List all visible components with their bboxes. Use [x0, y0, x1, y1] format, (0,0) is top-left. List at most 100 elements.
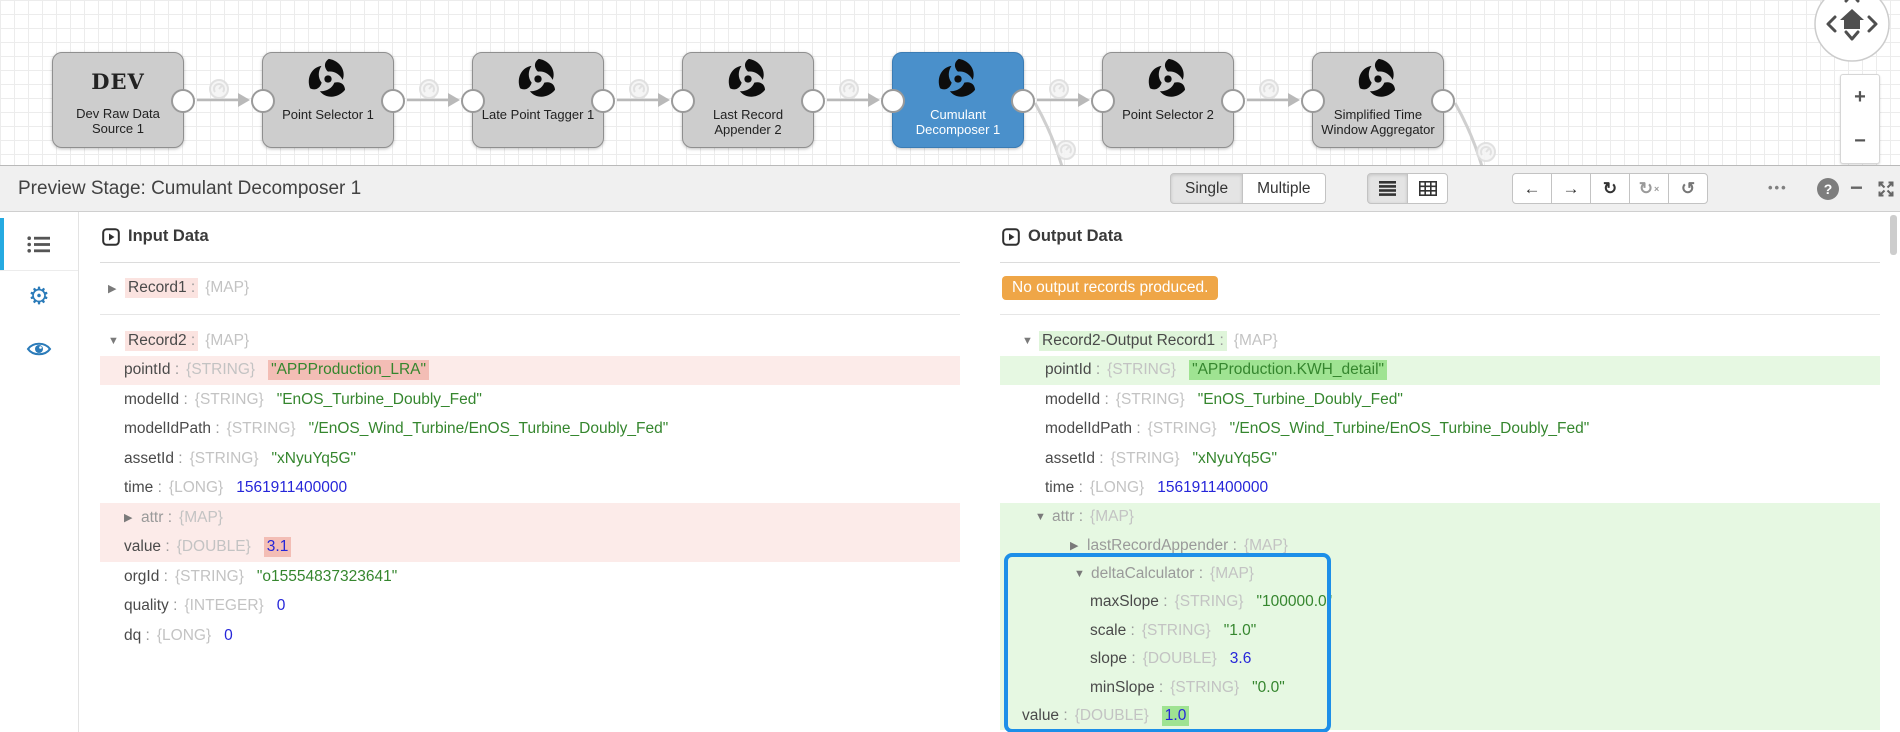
field-type: {MAP}: [1243, 536, 1288, 554]
revert-changes-button[interactable]: ↺: [1668, 173, 1708, 204]
sidebar-tab-records[interactable]: [0, 218, 78, 271]
output-port: [1011, 89, 1035, 113]
field-name: assetId: [1045, 450, 1104, 468]
table-view-button[interactable]: [1407, 173, 1448, 204]
field-row-time: time {LONG} 1561911400000: [1000, 474, 1880, 504]
stage-node-point-selector-2[interactable]: Point Selector 2: [1091, 52, 1245, 148]
input-port: [251, 89, 275, 113]
expand-arrow-icon[interactable]: ▼: [1074, 567, 1085, 580]
field-type: {LONG}: [168, 479, 224, 497]
more-options-button[interactable]: •••: [1768, 180, 1788, 195]
pan-down-icon: [1844, 30, 1860, 41]
expand-arrow-icon[interactable]: ▼: [108, 334, 119, 347]
no-output-row: No output records produced.: [1000, 273, 1880, 303]
pipeline-canvas[interactable]: DEV Dev Raw Data Source 1 Point Selector…: [0, 0, 1900, 165]
field-row-dq: dq {LONG} 0: [100, 621, 960, 651]
canvas-zoom-control: + −: [1840, 74, 1880, 164]
table-view-icon: [1418, 181, 1437, 196]
rerun-with-changes-button[interactable]: ↻ ×: [1629, 173, 1669, 204]
content-scrollbar[interactable]: [1890, 215, 1897, 255]
field-value: 3.6: [1229, 650, 1252, 668]
field-name: attr: [1052, 508, 1083, 526]
field-value: "EnOS_Turbine_Doubly_Fed": [276, 390, 482, 408]
input-data-title: Input Data: [128, 227, 209, 245]
gear-icon: ⚙: [28, 283, 50, 310]
field-name: assetId: [124, 450, 183, 468]
zoom-in-button[interactable]: +: [1854, 85, 1866, 108]
field-name: dq: [124, 627, 150, 645]
stage-node-dev-raw-data-source[interactable]: DEV Dev Raw Data Source 1: [52, 52, 195, 148]
expand-button[interactable]: [1876, 179, 1896, 204]
field-row-assetid: assetId {STRING} "xNyuYq5G": [100, 444, 960, 474]
field-type: {DOUBLE}: [1074, 706, 1149, 724]
field-value: "100000.0": [1256, 593, 1333, 611]
minimize-button[interactable]: −: [1850, 175, 1863, 200]
field-row-assetid: assetId {STRING} "xNyuYq5G": [1000, 444, 1880, 474]
output-record-row[interactable]: ▼ Record2-Output Record1 {MAP}: [1000, 326, 1880, 356]
help-button[interactable]: ?: [1817, 178, 1839, 200]
field-name: pointId: [1045, 361, 1100, 379]
list-view-button[interactable]: [1367, 173, 1408, 204]
expand-icon: [1878, 181, 1894, 197]
field-type: {DOUBLE}: [1142, 650, 1217, 668]
field-name: quality: [124, 597, 177, 615]
stage-node-cumulant-decomposer-1[interactable]: Cumulant Decomposer 1: [881, 52, 1035, 148]
stage-node-last-record-appender-2[interactable]: Last Record Appender 2: [671, 52, 825, 148]
field-name: value: [1022, 707, 1068, 725]
stage-node-point-selector-1[interactable]: Point Selector 1: [251, 52, 405, 148]
input-port: [1091, 89, 1115, 113]
node-label: Last Record Appender 2: [712, 107, 784, 138]
delta-calculator-row[interactable]: ▼ deltaCalculator {MAP}: [1000, 560, 1880, 588]
field-row-value: value {DOUBLE} 3.1: [100, 532, 960, 562]
record2-row[interactable]: ▼ Record2 {MAP}: [100, 326, 960, 356]
zoom-out-button[interactable]: −: [1854, 129, 1866, 152]
collapse-arrow-icon[interactable]: ▶: [124, 512, 133, 525]
collapse-arrow-icon[interactable]: ▶: [108, 282, 117, 295]
refresh-preview-button[interactable]: ↻: [1590, 173, 1630, 204]
field-row-modelidpath: modelIdPath {STRING} "/EnOS_Wind_Turbine…: [1000, 415, 1880, 445]
expand-arrow-icon[interactable]: ▼: [1035, 511, 1046, 524]
attr-map-row[interactable]: ▶ attr {MAP}: [100, 503, 960, 533]
last-record-appender-row[interactable]: ▶ lastRecordAppender {MAP}: [1000, 531, 1880, 559]
divider: [100, 262, 960, 263]
field-type: {MAP}: [1210, 564, 1254, 582]
play-box-icon: [1002, 227, 1020, 246]
preview-bar: Preview Stage: Cumulant Decomposer 1 Sin…: [0, 165, 1900, 212]
field-type: {STRING}: [186, 361, 256, 379]
attr-map-block: ▼ attr {MAP} ▶ lastRecordAppender {MAP} …: [1000, 503, 1880, 732]
stage-swirl-icon: [726, 57, 770, 101]
stage-node-simplified-time-window-aggregator[interactable]: Simplified Time Window Aggregator: [1301, 52, 1455, 148]
next-stage-button[interactable]: →: [1551, 173, 1591, 204]
field-type: {STRING}: [1115, 390, 1185, 408]
divider: [1000, 262, 1880, 263]
field-name: minSlope: [1090, 679, 1163, 697]
record1-row[interactable]: ▶ Record1 {MAP}: [100, 273, 960, 303]
field-value: 1.0: [1161, 705, 1190, 726]
sidebar-tab-configuration[interactable]: ⚙: [0, 271, 78, 323]
field-name: lastRecordAppender: [1087, 537, 1237, 555]
multiple-button[interactable]: Multiple: [1242, 173, 1326, 204]
single-button[interactable]: Single: [1170, 173, 1244, 204]
field-value: 1561911400000: [236, 479, 348, 497]
field-name: modelIdPath: [124, 420, 220, 438]
collapse-arrow-icon[interactable]: ▶: [1070, 540, 1079, 553]
record-type: {MAP}: [1233, 331, 1278, 349]
play-box-icon: [102, 227, 120, 246]
field-value: "EnOS_Turbine_Doubly_Fed": [1197, 390, 1403, 408]
field-type: {STRING}: [1147, 420, 1217, 438]
expand-arrow-icon[interactable]: ▼: [1022, 334, 1033, 347]
sidebar-tab-monitor[interactable]: [0, 323, 78, 375]
output-data-panel: Output Data No output records produced. …: [1000, 223, 1880, 732]
attr-map-row[interactable]: ▼ attr {MAP}: [1000, 503, 1880, 531]
field-type: {MAP}: [179, 508, 223, 526]
field-row-scale: scale {STRING} "1.0": [1000, 617, 1880, 645]
pan-right-icon: [1867, 15, 1878, 33]
stage-node-late-point-tagger-1[interactable]: Late Point Tagger 1: [461, 52, 615, 148]
field-row-minslope: minSlope {STRING} "0.0": [1000, 673, 1880, 701]
canvas-pan-compass[interactable]: [1812, 0, 1892, 64]
previous-stage-button[interactable]: ←: [1512, 173, 1552, 204]
input-data-panel: Input Data ▶ Record1 {MAP} ▼ Record2 {MA…: [100, 223, 960, 651]
field-row-modelid: modelId {STRING} "EnOS_Turbine_Doubly_Fe…: [1000, 385, 1880, 415]
field-type: {STRING}: [1110, 449, 1180, 467]
field-name: maxSlope: [1090, 593, 1168, 611]
